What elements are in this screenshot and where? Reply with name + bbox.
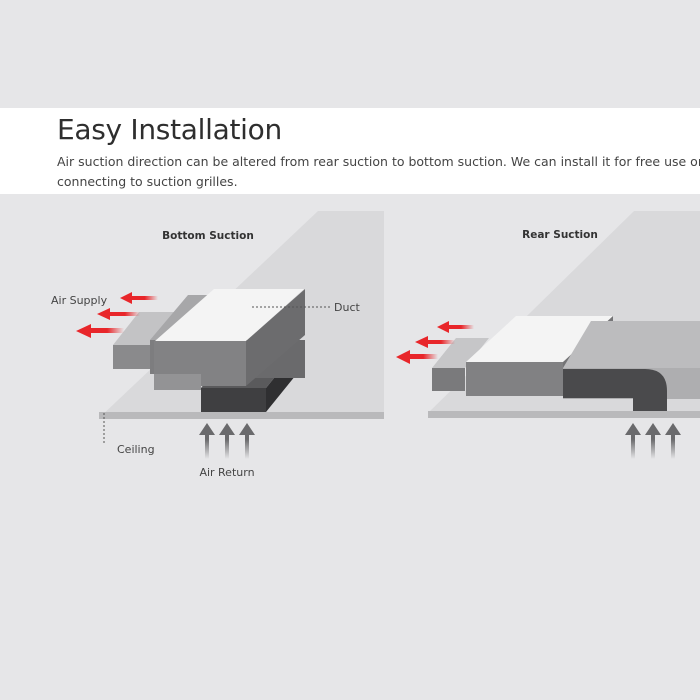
red-arrow-icon bbox=[76, 324, 124, 338]
rear-duct bbox=[563, 321, 700, 411]
red-arrow-icon bbox=[415, 336, 455, 348]
bottom-indoor-unit bbox=[150, 289, 305, 390]
up-arrow-icon bbox=[665, 423, 681, 459]
bottom-suction-title: Bottom Suction bbox=[162, 230, 254, 242]
bottom-return-arrows bbox=[199, 423, 255, 459]
rear-ceiling-line bbox=[428, 411, 700, 418]
up-arrow-icon bbox=[645, 423, 661, 459]
description-line-2: connecting to suction grilles. bbox=[57, 174, 238, 189]
red-arrow-icon bbox=[97, 308, 140, 320]
rear-suction-panel: Rear Suction bbox=[396, 211, 700, 459]
rear-return-arrows bbox=[625, 423, 681, 459]
bottom-ceiling-line bbox=[99, 412, 384, 419]
up-arrow-icon bbox=[239, 423, 255, 459]
up-arrow-icon bbox=[199, 423, 215, 459]
ceiling-label: Ceiling bbox=[117, 443, 155, 456]
rear-supply-outlet bbox=[432, 338, 489, 391]
bottom-suction-panel: Bottom Suction Air Supply Duct Ceiling A… bbox=[51, 211, 384, 479]
up-arrow-icon bbox=[625, 423, 641, 459]
air-return-label: Air Return bbox=[199, 466, 254, 479]
rear-supply-arrows bbox=[396, 321, 474, 364]
header-band bbox=[0, 108, 700, 194]
air-supply-label: Air Supply bbox=[51, 294, 108, 307]
description-line-1: Air suction direction can be altered fro… bbox=[57, 154, 700, 169]
page-description: Air suction direction can be altered fro… bbox=[57, 152, 700, 192]
rear-suction-title: Rear Suction bbox=[522, 229, 598, 241]
duct-label: Duct bbox=[334, 301, 360, 314]
bottom-supply-arrows bbox=[76, 292, 158, 338]
page-title: Easy Installation bbox=[57, 113, 282, 146]
red-arrow-icon bbox=[396, 350, 438, 364]
red-arrow-icon bbox=[120, 292, 158, 304]
bottom-supply-outlet bbox=[113, 312, 176, 369]
up-arrow-icon bbox=[219, 423, 235, 459]
red-arrow-icon bbox=[437, 321, 474, 333]
